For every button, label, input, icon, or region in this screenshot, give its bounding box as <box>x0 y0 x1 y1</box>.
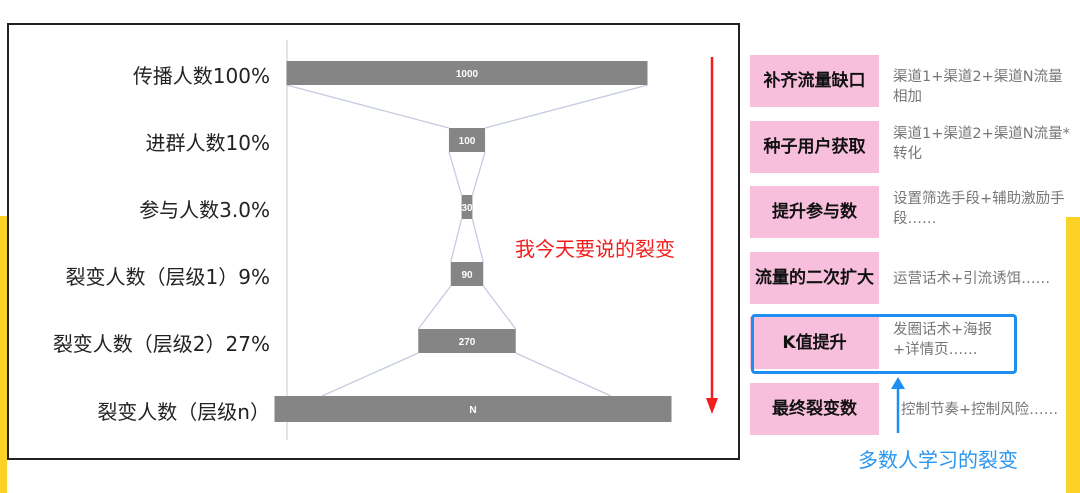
funnel-connector <box>450 218 463 263</box>
step-description: 渠道1+渠道2+渠道N流量*转化 <box>893 126 1070 162</box>
funnel-frame <box>7 23 740 460</box>
bar-value-label: 30 <box>461 203 473 214</box>
step-title: 补齐流量缺口 <box>750 55 879 107</box>
funnel-connector <box>482 285 517 330</box>
step-description: 控制节奏+控制风险…… <box>901 402 1059 418</box>
left-accent-bar <box>0 216 7 493</box>
funnel-bar <box>286 61 648 85</box>
funnel-category-label: 裂变人数（层级2）27% <box>52 332 270 356</box>
funnel-bar <box>448 128 486 152</box>
bar-value-label: 1000 <box>456 69 479 80</box>
annotation-blue: 多数人学习的裂变 <box>858 448 1018 472</box>
step-title: 提升参与数 <box>750 186 879 238</box>
bar-value-label: 90 <box>461 270 473 281</box>
bar-value-label: 270 <box>459 337 476 348</box>
k-value-highlight-box <box>751 314 1017 374</box>
funnel-connector <box>286 84 450 129</box>
funnel-bar <box>274 396 672 422</box>
step-title: 种子用户获取 <box>750 121 879 173</box>
annotation-red: 我今天要说的裂变 <box>515 237 675 261</box>
step-description: 设置筛选手段+辅助激励手段…… <box>893 191 1065 227</box>
funnel-category-label: 进群人数10% <box>145 131 270 155</box>
funnel-bar <box>450 262 484 286</box>
step-title: 流量的二次扩大 <box>750 252 879 304</box>
bar-value-label: 100 <box>459 136 476 147</box>
funnel-bar <box>418 329 516 353</box>
bar-value-label: N <box>469 405 476 416</box>
red-arrow-head-icon <box>706 398 718 414</box>
funnel-connector <box>484 84 648 129</box>
funnel-connector <box>321 352 419 397</box>
funnel-connector <box>515 352 612 397</box>
blue-up-arrow-icon <box>891 377 905 433</box>
step-description: 运营话术+引流诱饵…… <box>893 271 1051 287</box>
step-title: K值提升 <box>750 317 879 369</box>
step-description: 发圈话术+海报+详情页…… <box>893 322 993 358</box>
funnel-bar <box>461 195 473 219</box>
funnel-category-label: 传播人数100% <box>132 64 270 88</box>
funnel-category-label: 参与人数3.0% <box>139 198 270 222</box>
funnel-connector <box>417 285 452 330</box>
funnel-connector <box>448 151 463 196</box>
funnel-connector <box>471 151 486 196</box>
funnel-connector <box>471 218 484 263</box>
step-description: 渠道1+渠道2+渠道N流量相加 <box>893 69 1063 105</box>
funnel-category-label: 裂变人数（层级n） <box>97 400 270 424</box>
funnel-category-label: 裂变人数（层级1）9% <box>65 265 270 289</box>
step-title: 最终裂变数 <box>750 383 879 435</box>
right-accent-bar <box>1066 217 1080 493</box>
